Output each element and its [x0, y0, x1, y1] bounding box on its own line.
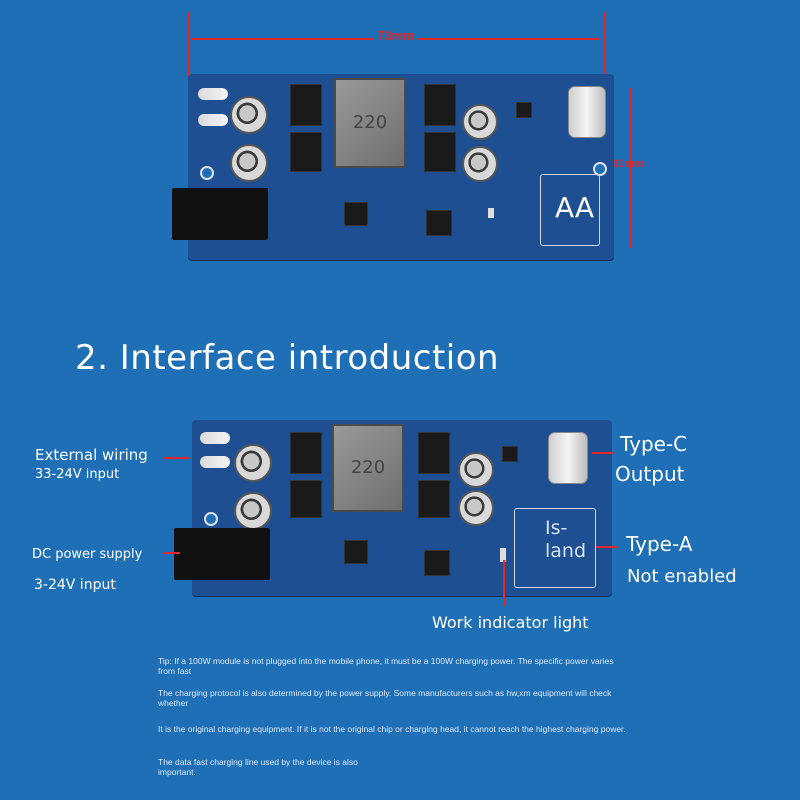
top-dc-jack — [172, 188, 268, 240]
label-external-wiring-input: 33-24V input — [35, 467, 120, 482]
label-work-light: Work indicator light — [432, 613, 589, 632]
top-mount-hole-right — [593, 162, 607, 176]
label-typea: Type-A — [626, 532, 693, 556]
top-capacitor-3 — [462, 104, 498, 140]
height-line — [630, 88, 632, 248]
bottom-typea-mark: Is- land — [545, 517, 587, 562]
arrow-dc-power — [164, 552, 180, 554]
bottom-mount-hole-left — [204, 512, 218, 526]
top-ic-3 — [516, 102, 532, 118]
width-tick-left — [188, 12, 190, 90]
top-typea-pads: AA — [540, 174, 600, 246]
bottom-ic-2 — [424, 550, 450, 576]
top-led — [488, 208, 494, 218]
arrow-work-light — [503, 560, 505, 606]
arrow-typea — [596, 546, 618, 548]
bottom-typea-pads: Is- land — [514, 508, 596, 588]
top-wire-pad-1 — [198, 88, 228, 100]
bottom-dc-jack — [174, 528, 270, 580]
bottom-wire-pad-2 — [200, 456, 230, 468]
top-mosfet-1 — [290, 84, 322, 126]
bottom-ic-3 — [502, 446, 518, 462]
top-capacitor-1 — [230, 96, 268, 134]
section-title: 2. Interface introduction — [75, 338, 500, 378]
top-inductor: 220 — [334, 78, 406, 168]
top-mosfet-3 — [424, 84, 456, 126]
bottom-mosfet-3 — [418, 432, 450, 474]
top-wire-pad-2 — [198, 114, 228, 126]
bottom-ic-1 — [344, 540, 368, 564]
bottom-inductor-mark: 220 — [350, 457, 386, 478]
top-capacitor-4 — [462, 146, 498, 182]
top-ic-2 — [426, 210, 452, 236]
top-usb-c-port — [568, 86, 606, 138]
tip-paragraph-1: Tip: If a 100W module is not plugged int… — [158, 656, 614, 676]
top-mosfet-2 — [290, 132, 322, 172]
arrow-external-wiring — [164, 457, 190, 459]
bottom-usb-c-port — [548, 432, 588, 484]
top-mosfet-4 — [424, 132, 456, 172]
tip-paragraph-4: The data fast charging line used by the … — [158, 757, 358, 777]
label-typec-line2: Output — [615, 462, 685, 486]
arrow-typec — [592, 452, 614, 454]
bottom-capacitor-3 — [458, 452, 494, 488]
label-external-wiring: External wiring — [35, 446, 148, 464]
label-dc-power: DC power supply — [32, 547, 143, 562]
bottom-capacitor-4 — [458, 490, 494, 526]
bottom-led — [500, 548, 506, 562]
height-label: 31mm — [612, 158, 644, 170]
bottom-wire-pad-1 — [200, 432, 230, 444]
bottom-mosfet-2 — [290, 480, 322, 518]
bottom-inductor: 220 — [332, 424, 404, 512]
top-inductor-mark: 220 — [352, 112, 388, 133]
bottom-mosfet-1 — [290, 432, 322, 474]
top-typea-mark: AA — [555, 191, 595, 224]
label-dc-power-input: 3-24V input — [34, 577, 116, 593]
top-mount-hole-left — [200, 166, 214, 180]
bottom-mosfet-4 — [418, 480, 450, 518]
tip-paragraph-3: It is the original charging equipment. I… — [158, 724, 626, 734]
top-capacitor-2 — [230, 144, 268, 182]
bottom-capacitor-1 — [234, 444, 272, 482]
label-typec-line1: Type-C — [620, 432, 688, 456]
top-ic-1 — [344, 202, 368, 226]
tip-paragraph-2: The charging protocol is also determined… — [158, 688, 612, 708]
width-label: 73mm — [374, 28, 418, 43]
width-tick-right — [603, 12, 605, 74]
top-pcb: 220 AA — [188, 74, 614, 260]
bottom-capacitor-2 — [234, 492, 272, 530]
label-not-enabled: Not enabled — [627, 566, 737, 587]
